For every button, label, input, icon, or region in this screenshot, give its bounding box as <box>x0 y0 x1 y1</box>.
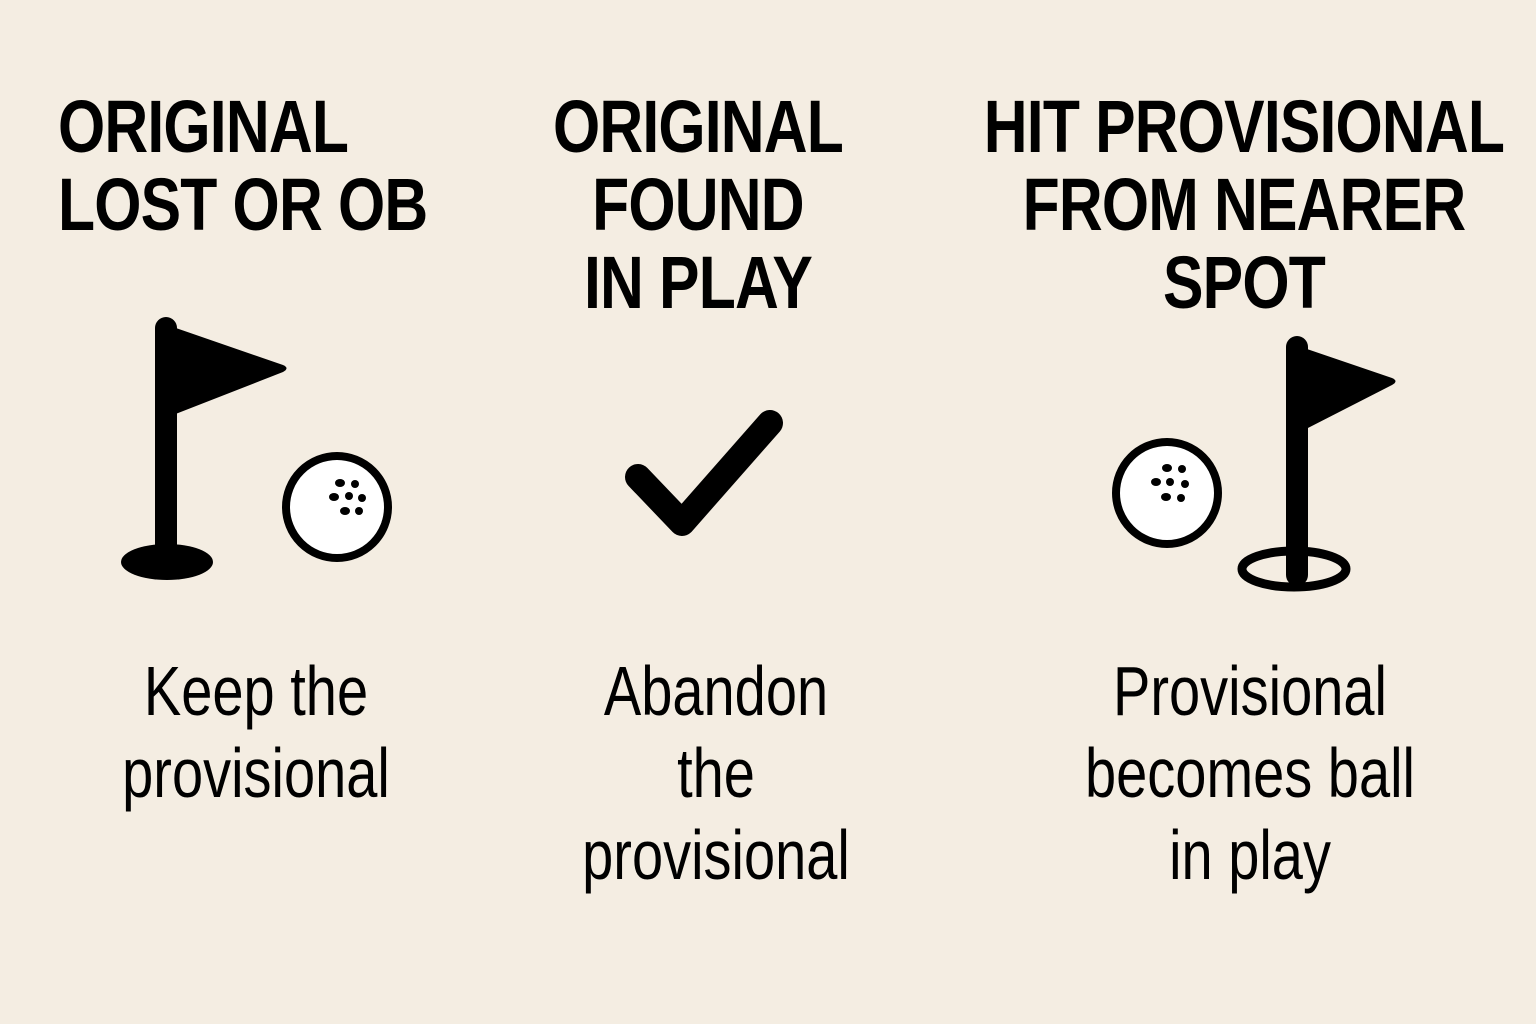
flag-in-ring-hole-icon <box>1237 336 1396 592</box>
outcome-provisional-becomes-ball-in-play: Provisional becomes ball in play <box>1085 652 1415 894</box>
golf-ball-icon <box>282 452 392 562</box>
heading-original-lost-or-ob: ORIGINAL LOST OR OB <box>58 85 428 246</box>
heading-hit-provisional-from-nearer-spot: HIT PROVISIONAL FROM NEARER SPOT <box>983 85 1505 324</box>
heading-original-found-in-play: ORIGINAL FOUND IN PLAY <box>552 85 844 324</box>
flag-in-hole-icon <box>121 317 287 580</box>
outcome-keep-provisional: Keep the provisional <box>122 652 390 812</box>
checkmark-icon <box>625 410 783 536</box>
golf-ball-icon <box>1112 438 1222 548</box>
outcome-abandon-provisional: Abandon the provisional <box>582 652 850 894</box>
